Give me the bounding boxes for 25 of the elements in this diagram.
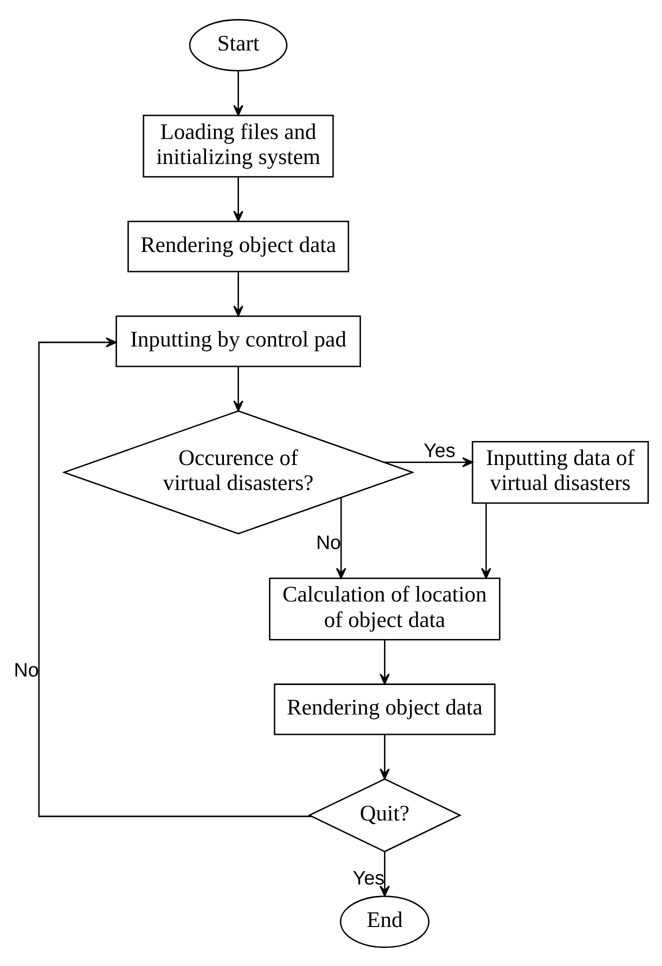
- arrow: [233, 70, 244, 116]
- node-box: Inputting by control pad: [116, 315, 361, 367]
- node-box: Rendering object data: [274, 683, 496, 735]
- arrow: [380, 640, 390, 684]
- arrow: [233, 271, 244, 316]
- node-ellipse: Start: [189, 18, 288, 71]
- arrow: [233, 176, 244, 222]
- node-diamond: Occurence of virtual disasters?: [62, 410, 415, 534]
- node-ellipse: End: [340, 895, 430, 948]
- edge-label: No: [14, 659, 39, 682]
- arrow: [336, 498, 346, 578]
- node-box: Inputting data of virtual disasters: [472, 440, 649, 504]
- node-box: Rendering object data: [127, 220, 350, 272]
- arrow: [384, 456, 474, 467]
- arrow: [380, 851, 390, 896]
- edge-label: Yes: [424, 439, 456, 462]
- node-diamond: Quit?: [308, 778, 462, 852]
- arrow: [380, 734, 390, 779]
- node-box: Loading files and initializing system: [142, 114, 334, 177]
- edge-label: Yes: [352, 867, 385, 890]
- arrow: [233, 366, 244, 411]
- node-box: Calculation of location of object data: [268, 577, 500, 640]
- arrow: [38, 336, 312, 817]
- arrow: [481, 502, 492, 578]
- edge-label: No: [316, 531, 342, 554]
